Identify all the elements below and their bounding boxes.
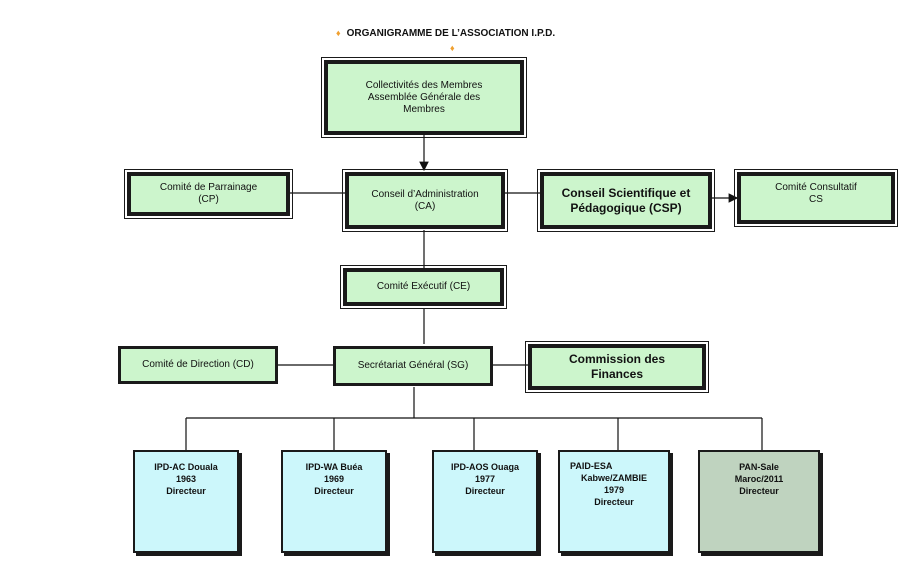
parrainage-box: Comité de Parrainage (CP) <box>124 169 293 219</box>
sg-label: Secrétariat Général (SG) <box>357 360 469 371</box>
chart-title: ♦ ORGANIGRAMME DE L’ASSOCIATION I.P.D. <box>336 28 606 39</box>
institute-year: 1977 <box>474 474 496 484</box>
institute-role: Directeur <box>594 497 634 507</box>
ce-box: Comité Exécutif (CE) <box>340 265 507 309</box>
assembly-line-1: Collectivités des Membres <box>365 79 483 91</box>
institute-kabwe-box: PAID-ESA Kabwe/ZAMBIE 1979 Directeur <box>558 450 670 553</box>
ca-box: Conseil d’Administration (CA) <box>342 169 508 232</box>
cd-label: Comité de Direction (CD) <box>142 359 254 370</box>
cd-box: Comité de Direction (CD) <box>118 346 278 384</box>
sg-box: Secrétariat Général (SG) <box>333 346 493 386</box>
csp-line-1: Conseil Scientifique et <box>561 185 691 200</box>
institute-role: Directeur <box>166 486 206 496</box>
institute-role: Directeur <box>314 486 354 496</box>
institute-location: Maroc/2011 <box>734 474 784 484</box>
assembly-line-2: Assemblée Générale des <box>367 91 481 103</box>
institute-role: Directeur <box>465 486 505 496</box>
finances-box: Commission des Finances <box>525 341 709 393</box>
diamond-bullet-icon: ♦ <box>336 28 341 38</box>
institute-name: IPD-AC Douala <box>154 462 218 472</box>
institute-name: IPD-WA Buéa <box>305 462 363 472</box>
diamond-bullet-icon: ♦ <box>450 43 455 53</box>
institute-year: 1979 <box>603 485 625 495</box>
ca-line-2: (CA) <box>414 200 436 212</box>
institute-ouaga-box: IPD-AOS Ouaga 1977 Directeur <box>432 450 538 553</box>
csp-box: Conseil Scientifique et Pédagogique (CSP… <box>537 169 715 232</box>
parrainage-line-1: Comité de Parrainage <box>159 182 258 193</box>
institute-year: 1963 <box>175 474 197 484</box>
consultatif-line-1: Comité Consultatif <box>775 182 857 193</box>
institute-location: Kabwe/ZAMBIE <box>580 473 647 483</box>
consultatif-box: Comité Consultatif CS <box>734 169 898 227</box>
csp-line-2: Pédagogique (CSP) <box>570 200 682 215</box>
institute-douala-box: IPD-AC Douala 1963 Directeur <box>133 450 239 553</box>
institute-buea-box: IPD-WA Buéa 1969 Directeur <box>281 450 387 553</box>
finances-line-2: Finances <box>590 367 644 381</box>
assembly-box: Collectivités des Membres Assemblée Géné… <box>321 57 527 138</box>
finances-line-1: Commission des <box>568 352 666 366</box>
ce-label: Comité Exécutif (CE) <box>376 281 471 292</box>
ca-line-1: Conseil d’Administration <box>371 188 479 200</box>
institute-name: PAID-ESA <box>570 461 613 471</box>
assembly-line-3: Membres <box>403 103 445 115</box>
chart-title-text: ORGANIGRAMME DE L’ASSOCIATION I.P.D. <box>346 28 556 39</box>
institute-name: PAN-Sale <box>739 462 779 472</box>
parrainage-line-2: (CP) <box>198 194 219 205</box>
institute-year: 1969 <box>323 474 345 484</box>
institute-name: IPD-AOS Ouaga <box>450 462 519 472</box>
institute-role: Directeur <box>739 486 779 496</box>
consultatif-line-2: CS <box>809 194 823 205</box>
institute-sale-box: PAN-Sale Maroc/2011 Directeur <box>698 450 820 553</box>
